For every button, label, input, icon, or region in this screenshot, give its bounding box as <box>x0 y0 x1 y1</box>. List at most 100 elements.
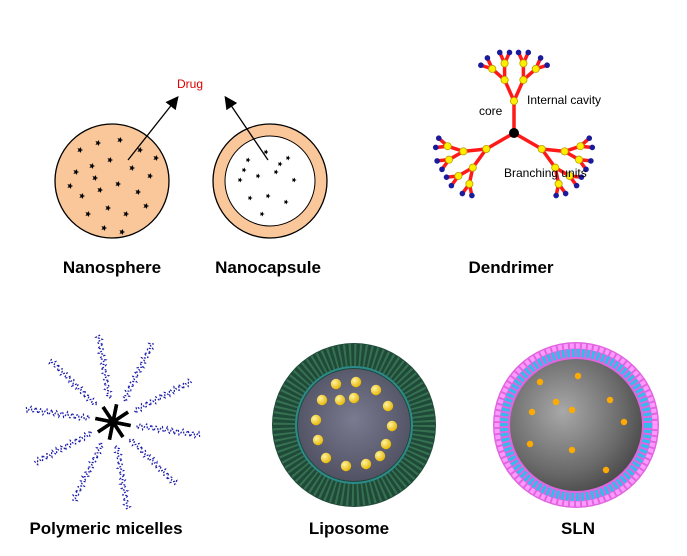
drug-dot <box>73 169 80 175</box>
dendrimer-end-group <box>562 190 569 197</box>
drug-label: Drug <box>177 77 204 91</box>
drug-dot <box>107 157 114 163</box>
drug-dot <box>137 147 144 153</box>
micelle-core-arm <box>97 410 129 434</box>
drug-dot <box>273 169 279 175</box>
drug-dot <box>67 183 74 189</box>
nanosphere-drug-dots <box>67 137 160 235</box>
caption-polymeric-micelles: Polymeric micelles <box>29 519 183 538</box>
nanocapsule-drug-dots <box>237 149 297 217</box>
drug-dot <box>85 211 92 217</box>
dendrimer-end-group <box>496 49 503 56</box>
sln-core <box>510 359 642 491</box>
dendrimer-end-group <box>434 158 440 164</box>
dendrimer-end-group <box>448 182 455 189</box>
dendrimer-end-group <box>537 55 544 61</box>
dendrimer-branch <box>512 131 544 151</box>
dendrimer-end-group <box>439 166 445 173</box>
dendrimer-end-group <box>515 49 522 56</box>
micelle-polymer-chain <box>112 445 132 510</box>
nanocapsule-cavity <box>224 135 316 227</box>
sln-drug-dot <box>536 378 544 386</box>
dendrimer-node <box>576 142 585 151</box>
dendrimer-node <box>482 144 491 153</box>
dendrimer-node <box>554 179 563 188</box>
dendrimer-branch <box>484 131 516 151</box>
micelle-polymer-chain <box>94 334 114 399</box>
caption-sln: SLN <box>561 519 595 538</box>
dendrimer-end-group <box>459 190 466 197</box>
dendrimer-node <box>500 59 509 68</box>
liposome-drug-dot <box>380 438 392 450</box>
dendrimer-end-group <box>578 174 585 180</box>
sln-drug-dots <box>526 372 628 474</box>
core-label: core <box>479 104 503 118</box>
drug-dot <box>147 173 154 179</box>
sln-lipid-ring <box>500 349 652 501</box>
drug-dot <box>285 155 291 161</box>
drug-dot <box>97 187 104 193</box>
drug-dot <box>123 211 130 217</box>
drug-dot <box>119 229 126 235</box>
micelle-polymer-chain <box>33 429 93 466</box>
liposome-inner-line <box>295 366 413 484</box>
drug-arrow-left <box>127 95 179 161</box>
micelle-polymer-chain <box>25 405 90 422</box>
drug-dot <box>95 140 102 146</box>
drug-dot <box>79 193 86 199</box>
drug-dot <box>263 149 269 155</box>
liposome-drug-dot <box>386 420 398 432</box>
micelle-polymer-chain <box>71 442 104 502</box>
liposome-drug-dot <box>316 394 328 406</box>
drug-dot <box>259 211 265 217</box>
dendrimer-core <box>509 128 519 138</box>
dendrimer-end-group <box>573 182 580 189</box>
dendrimer-node <box>519 75 528 84</box>
sln-drug-dot <box>568 406 576 414</box>
dendrimer-node <box>560 147 569 156</box>
micelle-polymer-chain <box>136 422 201 439</box>
liposome-bilayer-texture <box>273 344 435 506</box>
dendrimer-node <box>468 163 477 172</box>
dendrimer-end-group <box>544 62 550 69</box>
liposome-drug-dot <box>348 392 360 404</box>
nanocapsule <box>212 123 328 239</box>
dendrimer-node <box>465 179 474 188</box>
liposome-drug-dots <box>310 376 398 472</box>
drug-dot <box>129 165 136 171</box>
dendrimer <box>432 49 596 199</box>
sln-drug-dot <box>620 418 628 426</box>
sln-drug-dot <box>526 440 534 448</box>
dendrimer-node <box>454 171 463 180</box>
dendrimer-end-group <box>588 158 594 164</box>
sln-drug-dot <box>602 466 610 474</box>
liposome-drug-dot <box>360 458 372 470</box>
dendrimer-node <box>509 97 518 106</box>
dendrimer-node <box>537 144 546 153</box>
nanosphere <box>54 123 170 239</box>
drug-arrow-right <box>224 95 269 161</box>
drug-dot <box>277 161 283 167</box>
drug-dot <box>283 199 289 205</box>
sln-drug-dot <box>568 446 576 454</box>
dendrimer-node <box>500 75 509 84</box>
dendrimer-end-group <box>506 49 513 56</box>
dendrimer-node <box>459 147 468 156</box>
dendrimer-end-group <box>432 144 439 151</box>
drug-dot <box>117 137 124 143</box>
micelle-polymer-chain <box>48 358 98 406</box>
dendrimer-end-group <box>484 55 491 61</box>
dendrimer-node <box>488 64 497 73</box>
liposome-drug-dot <box>374 450 386 462</box>
caption-liposome: Liposome <box>308 519 390 538</box>
sln-drug-dot <box>528 408 536 416</box>
dendrimer-node <box>574 155 583 164</box>
sln-drug-dot <box>574 372 582 380</box>
sln-drug-dot <box>606 396 614 404</box>
dendrimer-end-group <box>553 192 559 199</box>
dendrimer-end-group <box>583 166 589 173</box>
dendrimer-node <box>445 155 454 164</box>
drug-dot <box>77 147 84 153</box>
liposome-drug-dot <box>312 434 324 446</box>
liposome-drug-dot <box>330 378 342 390</box>
